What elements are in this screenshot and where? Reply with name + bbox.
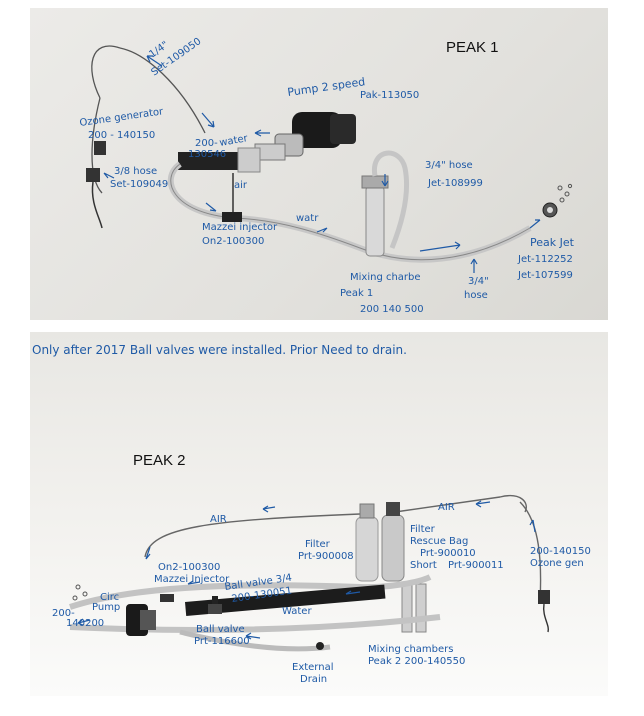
main-water-hose-edge	[170, 163, 531, 261]
mixing-chambers-part-label: Peak 2 200-140550	[368, 656, 465, 667]
filter-icon	[355, 503, 379, 582]
mixing-chambers-label: Mixing chambers	[368, 644, 454, 655]
ball-valve-icon	[208, 596, 222, 614]
flow-arrows	[103, 55, 541, 273]
air-line-left	[144, 513, 361, 558]
ozone-name-label: Ozone gen	[530, 558, 584, 569]
peak-jet-label: Peak Jet	[530, 236, 575, 249]
water-flow-label: watr	[296, 213, 319, 224]
mixing-part-label: 200 140 500	[360, 304, 424, 315]
peak-jet-part1-label: Jet-112252	[517, 254, 573, 265]
peak1-diagram: PEAK 1 1/4" Set-109050 Ozone generator 2…	[79, 36, 575, 315]
ozone-generator-box	[94, 141, 106, 155]
hose-34-set-label: Jet-108999	[427, 178, 483, 189]
circ-pump-label: Pump	[92, 602, 120, 613]
peak-jet-part2-label: Jet-107599	[517, 270, 573, 281]
filter-rescue-bag-label: Rescue Bag	[410, 536, 468, 547]
ozone-cord	[91, 181, 103, 229]
check-valve-part: 200-	[195, 138, 218, 149]
mixing-chamber-cap	[361, 175, 389, 189]
hose-34-label: 3/4" hose	[425, 160, 473, 171]
ball-valve-label: Ball valve	[196, 624, 245, 635]
ozone-line	[519, 501, 542, 603]
pump-icon	[254, 112, 356, 161]
ozone-generator-box-2	[86, 168, 100, 182]
short-label: Short	[410, 560, 437, 571]
circ-label: Circ	[100, 592, 119, 603]
air-left-label: AIR	[210, 514, 227, 525]
mazzei-label: Mazzei injector	[202, 222, 278, 233]
filter-rescue-bag-icon	[381, 502, 405, 582]
air-label: air	[234, 180, 248, 191]
circ-pump-icon	[126, 604, 156, 636]
circ-part-label: 200-	[52, 608, 75, 619]
filter-label: Filter	[305, 539, 331, 550]
check-valve-part-2: 130546	[188, 149, 226, 160]
external-label: External	[292, 662, 334, 673]
hose-34-loop	[371, 150, 410, 249]
peak2-diagram-sheet: Only after 2017 Ball valves were install…	[30, 332, 608, 696]
ozone-line-hose	[119, 47, 206, 134]
filter-rescue-part-label: Prt-900010	[420, 548, 476, 559]
mazzei-part-label: On2-100300	[202, 236, 264, 247]
lower-water-pipe	[69, 614, 441, 633]
ozone-part-label: 200-140150	[530, 546, 591, 557]
mixing-chamber	[365, 185, 385, 257]
filter-rescue-label: Filter	[410, 524, 436, 535]
peak1-title: PEAK 1	[446, 39, 499, 56]
mazzei-name-label: Mazzei Injector	[154, 574, 230, 585]
filter-part-label: Prt-900008	[298, 551, 354, 562]
water-label: Water	[282, 606, 312, 617]
mazzei-injector-icon	[222, 212, 242, 222]
pipe-coupling	[237, 147, 261, 173]
install-note: Only after 2017 Ball valves were install…	[32, 343, 407, 357]
ozone-gen-box	[538, 590, 550, 604]
drain-label: Drain	[300, 674, 327, 685]
pump-label: Pump 2 speed	[287, 75, 366, 99]
pump-part-label: Pak-113050	[360, 90, 419, 101]
peak2-diagram: Only after 2017 Ball valves were install…	[32, 343, 591, 685]
mixing-peak-label: Peak 1	[340, 288, 373, 299]
peak1-diagram-sheet: PEAK 1 1/4" Set-109050 Ozone generator 2…	[30, 8, 608, 320]
drain-pipe	[179, 629, 331, 652]
mazzei-part-label: On2-100300	[158, 562, 220, 573]
ozone-generator-label: Ozone generator	[79, 106, 165, 129]
mixing-chamber-1	[401, 583, 413, 633]
ozone-down-hose	[91, 97, 103, 194]
air-line-right	[394, 495, 527, 513]
air-right-label: AIR	[438, 502, 455, 513]
hose-38-label: 3/8 hose	[114, 166, 157, 177]
water-in-label: water	[219, 133, 250, 149]
circ-part2-label: 140200	[66, 618, 104, 629]
mixing-chamber-2	[415, 583, 427, 633]
peak2-title: PEAK 2	[133, 452, 186, 469]
hose-12-word-label: hose	[464, 290, 488, 301]
external-drain-icon	[316, 642, 324, 650]
hose-12-label: 3/4"	[468, 276, 489, 287]
mixing-chamber-label: Mixing charbe	[350, 272, 421, 283]
ball-valve-part-label: Prt-116600	[194, 636, 250, 647]
ozone-generator-part: 200 - 140150	[88, 130, 155, 141]
mazzei-injector-icon	[160, 594, 174, 602]
black-pipe	[185, 584, 386, 616]
ozone-loop-hose	[91, 45, 121, 99]
upper-water-pipe	[69, 574, 432, 610]
hose-38-set-label: Set-109049	[110, 179, 168, 190]
flow-arrows	[77, 500, 536, 640]
short-part-label: Prt-900011	[448, 560, 504, 571]
